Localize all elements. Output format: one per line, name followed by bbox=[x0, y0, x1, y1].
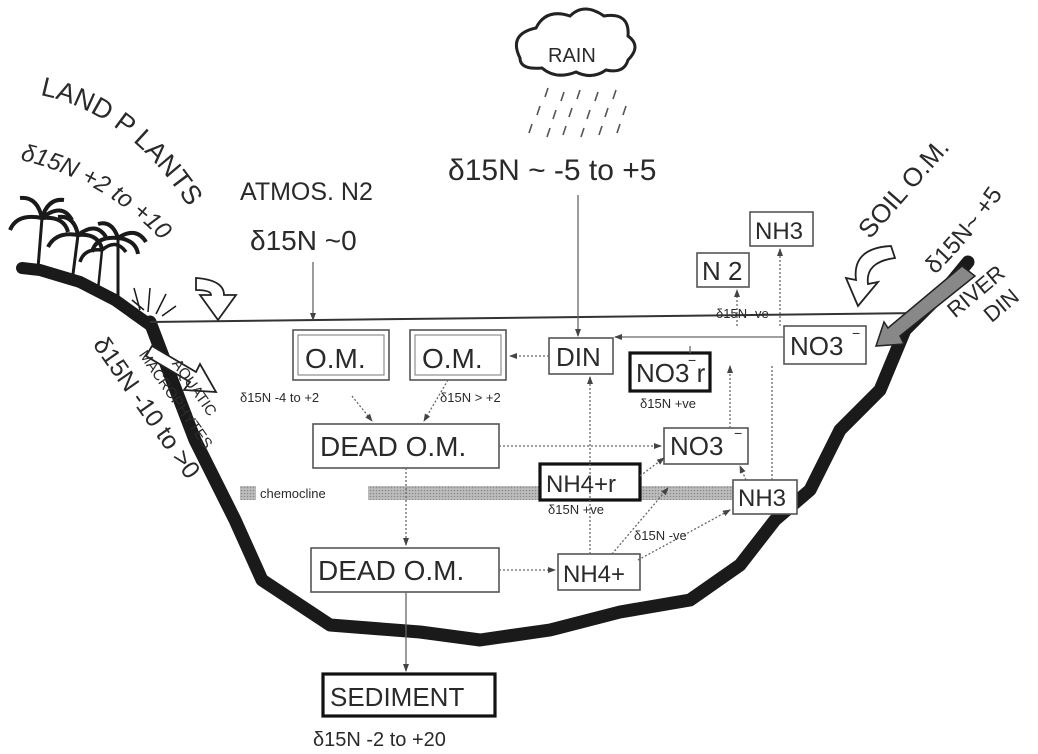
surface-iso: δ15N -ve bbox=[716, 306, 769, 321]
land-plants-input-arrow bbox=[196, 278, 236, 320]
atmos-title: ATMOS. N2 bbox=[240, 178, 373, 206]
rain-cloud-icon bbox=[516, 9, 635, 137]
svg-text:−: − bbox=[688, 352, 696, 368]
din-label: DIN bbox=[556, 342, 601, 372]
atmos-isotope: δ15N ~0 bbox=[250, 225, 357, 256]
n2-label: N 2 bbox=[702, 256, 742, 286]
nh4-to-nh3-iso: δ15N -ve bbox=[634, 528, 687, 543]
nh4-label: NH4+ bbox=[563, 561, 625, 588]
om-left-iso: δ15N -4 to +2 bbox=[240, 390, 319, 405]
om-left-label: O.M. bbox=[305, 343, 366, 374]
land-plants-title: LAND P LANTS bbox=[39, 72, 209, 211]
nh4-r-iso: δ15N +ve bbox=[548, 502, 604, 517]
soil-om-title: SOIL O.M. bbox=[852, 132, 955, 244]
dead-om-lower-label: DEAD O.M. bbox=[318, 555, 464, 586]
svg-text:−: − bbox=[852, 325, 860, 341]
chemocline-label: chemocline bbox=[260, 486, 326, 501]
rain-label: RAIN bbox=[548, 45, 596, 67]
no3-river-label: NO3 bbox=[790, 331, 843, 361]
no3-mid-label: NO3 bbox=[670, 431, 723, 461]
sediment-iso: δ15N -2 to +20 bbox=[313, 729, 446, 751]
nh4-r-label: NH4+r bbox=[546, 471, 616, 498]
nh3-mid-label: NH3 bbox=[738, 485, 786, 512]
water-surface-line bbox=[150, 313, 922, 322]
rain-isotope: δ15N ~ -5 to +5 bbox=[448, 154, 657, 187]
no3-r-iso: δ15N +ve bbox=[640, 396, 696, 411]
sediment-label: SEDIMENT bbox=[330, 682, 464, 712]
land-surface bbox=[22, 268, 150, 325]
svg-text:−: − bbox=[734, 425, 742, 441]
nh3-top-label: NH3 bbox=[755, 218, 803, 245]
om-right-iso: δ15N > +2 bbox=[440, 390, 501, 405]
dead-om-upper-label: DEAD O.M. bbox=[320, 431, 466, 462]
om-right-label: O.M. bbox=[422, 343, 483, 374]
soil-input-arrow bbox=[846, 246, 895, 306]
